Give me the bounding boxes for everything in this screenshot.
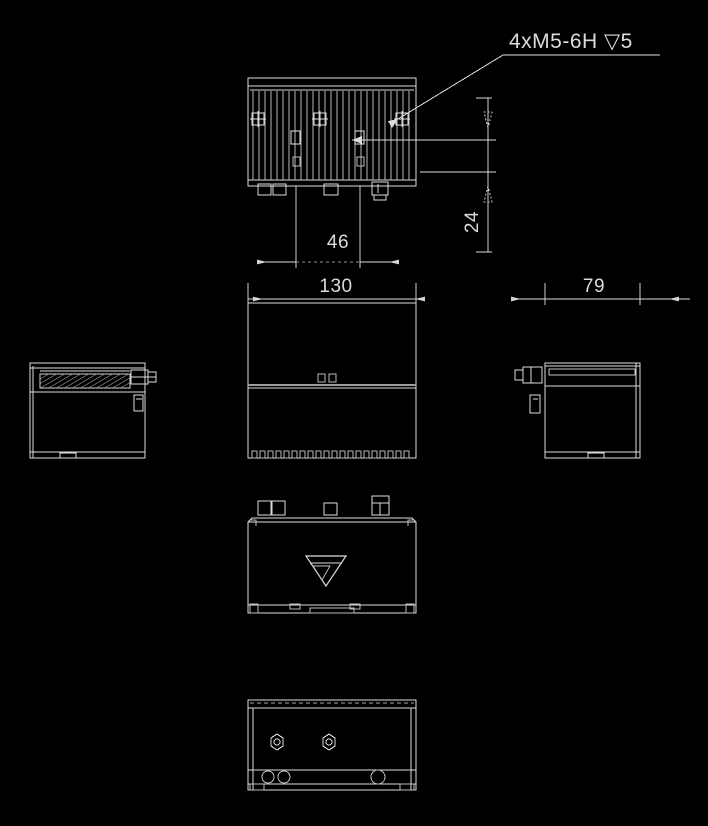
- dim-24-text: 24: [462, 211, 483, 233]
- top-view-screw-boss: [250, 111, 410, 145]
- top-view-connector-tabs: [257, 181, 389, 201]
- front-view-center-mark: [317, 373, 337, 383]
- top-view-heatsink: [247, 77, 417, 201]
- rear-view: [247, 495, 417, 614]
- rear-view-corner-marks: [249, 519, 415, 614]
- top-view-inner-marks: [292, 156, 365, 167]
- right-side-view: [514, 362, 641, 459]
- dim-24-group: [420, 97, 496, 253]
- dim-130-text: 130: [319, 276, 352, 297]
- rear-view-tabs: [257, 495, 390, 516]
- left-view-connector: [130, 369, 157, 412]
- bottom-view-marks: [249, 769, 415, 791]
- heatsink-fins: [252, 91, 410, 180]
- left-side-view: [29, 362, 157, 459]
- dim-79-text: 79: [583, 276, 605, 297]
- counterbore-depth-symbol: [304, 555, 348, 588]
- dim-46-group: [257, 186, 399, 268]
- front-view-vent-slots: [251, 450, 410, 459]
- right-view-connector: [514, 366, 543, 414]
- thread-callout-text: 4xM5-6H ▽5: [509, 30, 633, 53]
- dim-79-group: [511, 283, 690, 305]
- front-view: [247, 302, 417, 459]
- bottom-view: [247, 699, 417, 791]
- thread-callout-leader: [352, 54, 660, 144]
- bottom-view-hex-feature: [270, 733, 336, 751]
- dim-130-group: [247, 283, 425, 305]
- dim-46-text: 46: [327, 232, 349, 253]
